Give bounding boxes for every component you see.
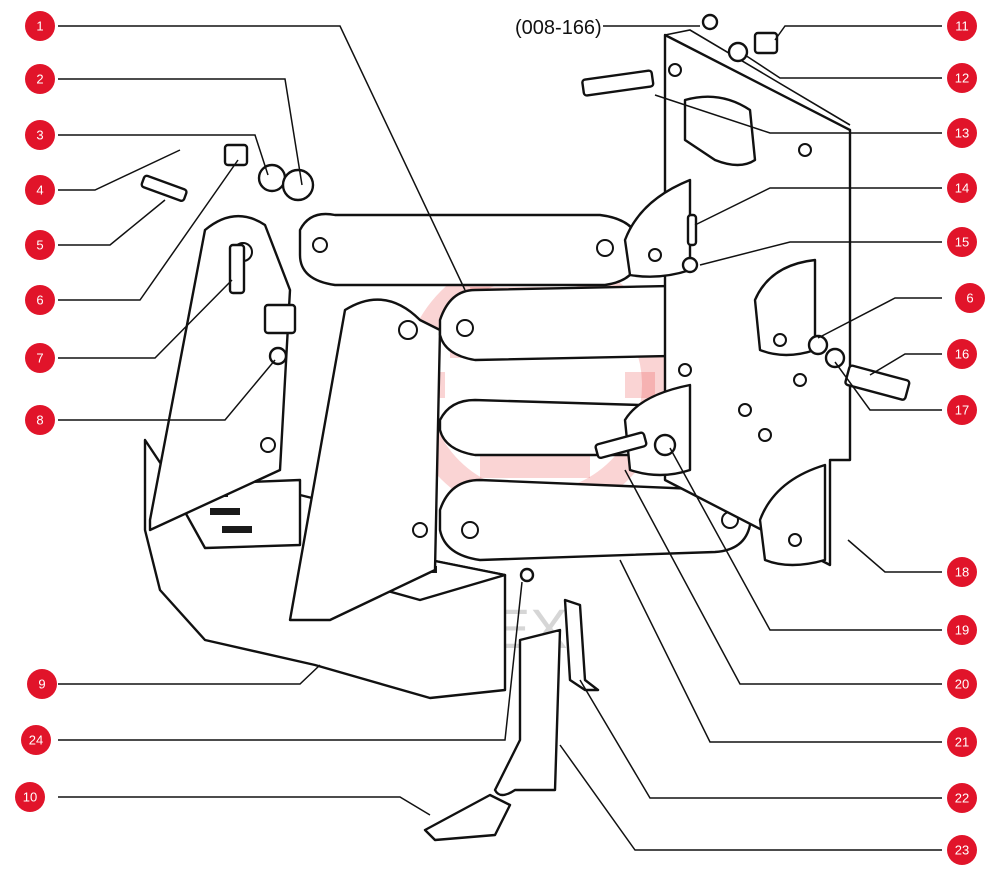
callout-label: 6 — [966, 291, 973, 306]
callout-label: 14 — [955, 181, 969, 196]
callout-label: 21 — [955, 735, 969, 750]
callout-circle — [947, 339, 977, 369]
callout-circle — [15, 782, 45, 812]
callout-11: 11 — [947, 11, 977, 41]
callout-3: 3 — [25, 120, 55, 150]
fasteners — [140, 13, 911, 583]
callout-label: 3 — [36, 128, 43, 143]
left-arm-plates — [148, 214, 442, 622]
callout-circle — [955, 283, 985, 313]
callout-18: 18 — [947, 557, 977, 587]
callout-label: 17 — [955, 403, 969, 418]
callout-circle — [947, 173, 977, 203]
callout-1: 1 — [25, 11, 55, 41]
callout-20: 20 — [947, 669, 977, 699]
callout-label: 2 — [36, 72, 43, 87]
callout-label: 12 — [955, 71, 969, 86]
tine-and-tip — [423, 598, 600, 842]
callout-circle — [947, 835, 977, 865]
callout-circle — [947, 727, 977, 757]
reference-code: (008-166) — [515, 17, 602, 39]
callout-circle — [947, 557, 977, 587]
callout-circle — [21, 725, 51, 755]
callout-label: 8 — [36, 413, 43, 428]
callout-2: 2 — [25, 64, 55, 94]
callout-12: 12 — [947, 63, 977, 93]
callout-label: 20 — [955, 677, 969, 692]
callout-9: 9 — [27, 669, 57, 699]
callout-19: 19 — [947, 615, 977, 645]
callout-label: 9 — [38, 677, 45, 692]
callout-circle — [25, 64, 55, 94]
callout-label: 23 — [955, 843, 969, 858]
callout-circle — [947, 395, 977, 425]
callout-21: 21 — [947, 727, 977, 757]
callout-circle — [947, 63, 977, 93]
callout-label: 15 — [955, 235, 969, 250]
callout-7: 7 — [25, 343, 55, 373]
callout-15: 15 — [947, 227, 977, 257]
callout-label: 13 — [955, 126, 969, 141]
callout-circle — [27, 669, 57, 699]
callout-8: 8 — [25, 405, 55, 435]
callout-6a: 6 — [25, 285, 55, 315]
callout-label: 22 — [955, 791, 969, 806]
mounting-brackets — [623, 178, 827, 567]
callout-circle — [25, 285, 55, 315]
leader-lines — [58, 25, 942, 851]
callout-17: 17 — [947, 395, 977, 425]
callout-5: 5 — [25, 230, 55, 260]
callout-circle — [25, 120, 55, 150]
callout-22: 22 — [947, 783, 977, 813]
callout-label: 18 — [955, 565, 969, 580]
callout-circle — [947, 118, 977, 148]
callout-label: 5 — [36, 238, 43, 253]
callout-circle — [25, 343, 55, 373]
callout-label: 11 — [955, 19, 969, 34]
callout-10: 10 — [15, 782, 45, 812]
callout-circle — [25, 405, 55, 435]
callout-label: 7 — [36, 351, 43, 366]
callout-4: 4 — [25, 175, 55, 205]
callout-circle — [947, 783, 977, 813]
callout-14: 14 — [947, 173, 977, 203]
callout-circle — [25, 175, 55, 205]
callout-label: 19 — [955, 623, 969, 638]
callout-label: 1 — [36, 19, 43, 34]
callout-circle — [947, 227, 977, 257]
callout-circle — [947, 615, 977, 645]
callout-label: 24 — [29, 733, 43, 748]
callout-circle — [947, 669, 977, 699]
callout-circle — [25, 230, 55, 260]
callout-label: 10 — [23, 790, 37, 805]
callout-circle — [947, 11, 977, 41]
callout-label: 16 — [955, 347, 969, 362]
callout-label: 4 — [36, 183, 43, 198]
callout-circle — [25, 11, 55, 41]
callout-23: 23 — [947, 835, 977, 865]
callout-label: 6 — [36, 293, 43, 308]
callout-13: 13 — [947, 118, 977, 148]
callout-6b: 6 — [955, 283, 985, 313]
callout-16: 16 — [947, 339, 977, 369]
callout-24: 24 — [21, 725, 51, 755]
